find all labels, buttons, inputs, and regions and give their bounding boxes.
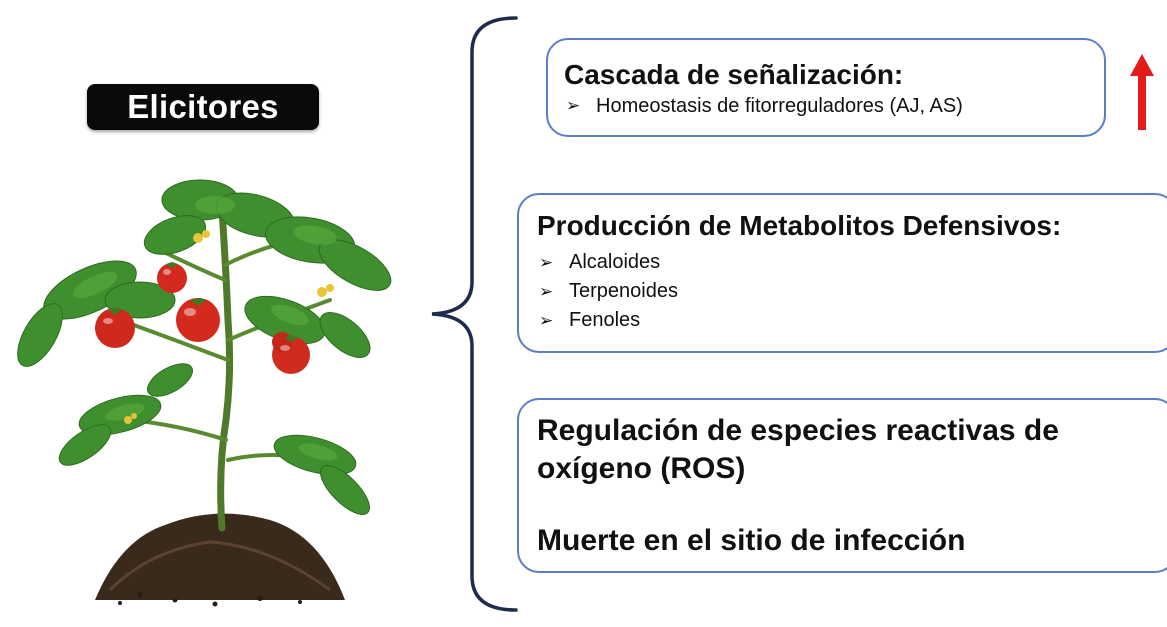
- elicitors-label-box: Elicitores: [87, 84, 319, 130]
- signaling-card: Cascada de señalización: ➢ Homeostasis d…: [546, 38, 1106, 137]
- elicitors-label: Elicitores: [127, 88, 279, 125]
- arrowhead-bullet-icon: ➢: [539, 281, 554, 301]
- list-item-label: Alcaloides: [569, 250, 661, 273]
- signaling-list: ➢ Homeostasis de fitorreguladores (AJ, A…: [564, 93, 1104, 119]
- metabolites-title: Producción de Metabolitos Defensivos:: [537, 210, 1062, 241]
- arrowhead-bullet-icon: ➢: [539, 252, 554, 272]
- plant-flowers: [124, 230, 334, 424]
- list-item-label: Homeostasis de fitorreguladores (AJ, AS): [596, 94, 963, 117]
- arrowhead-bullet-icon: ➢: [539, 310, 554, 330]
- arrowhead-bullet-icon: ➢: [566, 95, 581, 115]
- metabolites-list: ➢ Alcaloides ➢ Terpenoides ➢ Fenoles: [537, 248, 1167, 335]
- cell-death-text: Muerte en el sitio de infección: [537, 524, 966, 557]
- list-item: ➢ Terpenoides: [537, 277, 1167, 306]
- metabolites-card: Producción de Metabolitos Defensivos: ➢ …: [517, 193, 1167, 353]
- ros-regulation-text: Regulación de especies reactivas de oxíg…: [537, 414, 1059, 485]
- plant-stem: [217, 206, 234, 532]
- soil-mound: [95, 513, 345, 600]
- curly-brace-icon: [431, 16, 518, 612]
- list-item-label: Terpenoides: [569, 279, 678, 302]
- signaling-title: Cascada de señalización:: [564, 59, 904, 90]
- ros-card: Regulación de especies reactivas de oxíg…: [517, 398, 1167, 573]
- list-item: ➢ Fenoles: [537, 306, 1167, 335]
- red-up-arrow-icon: [1130, 54, 1154, 130]
- list-item: ➢ Alcaloides: [537, 248, 1167, 277]
- list-item-label: Fenoles: [569, 308, 641, 331]
- tomatoes: [95, 262, 310, 374]
- tomato-plant-illustration: [17, 179, 392, 607]
- list-item: ➢ Homeostasis de fitorreguladores (AJ, A…: [564, 93, 1104, 119]
